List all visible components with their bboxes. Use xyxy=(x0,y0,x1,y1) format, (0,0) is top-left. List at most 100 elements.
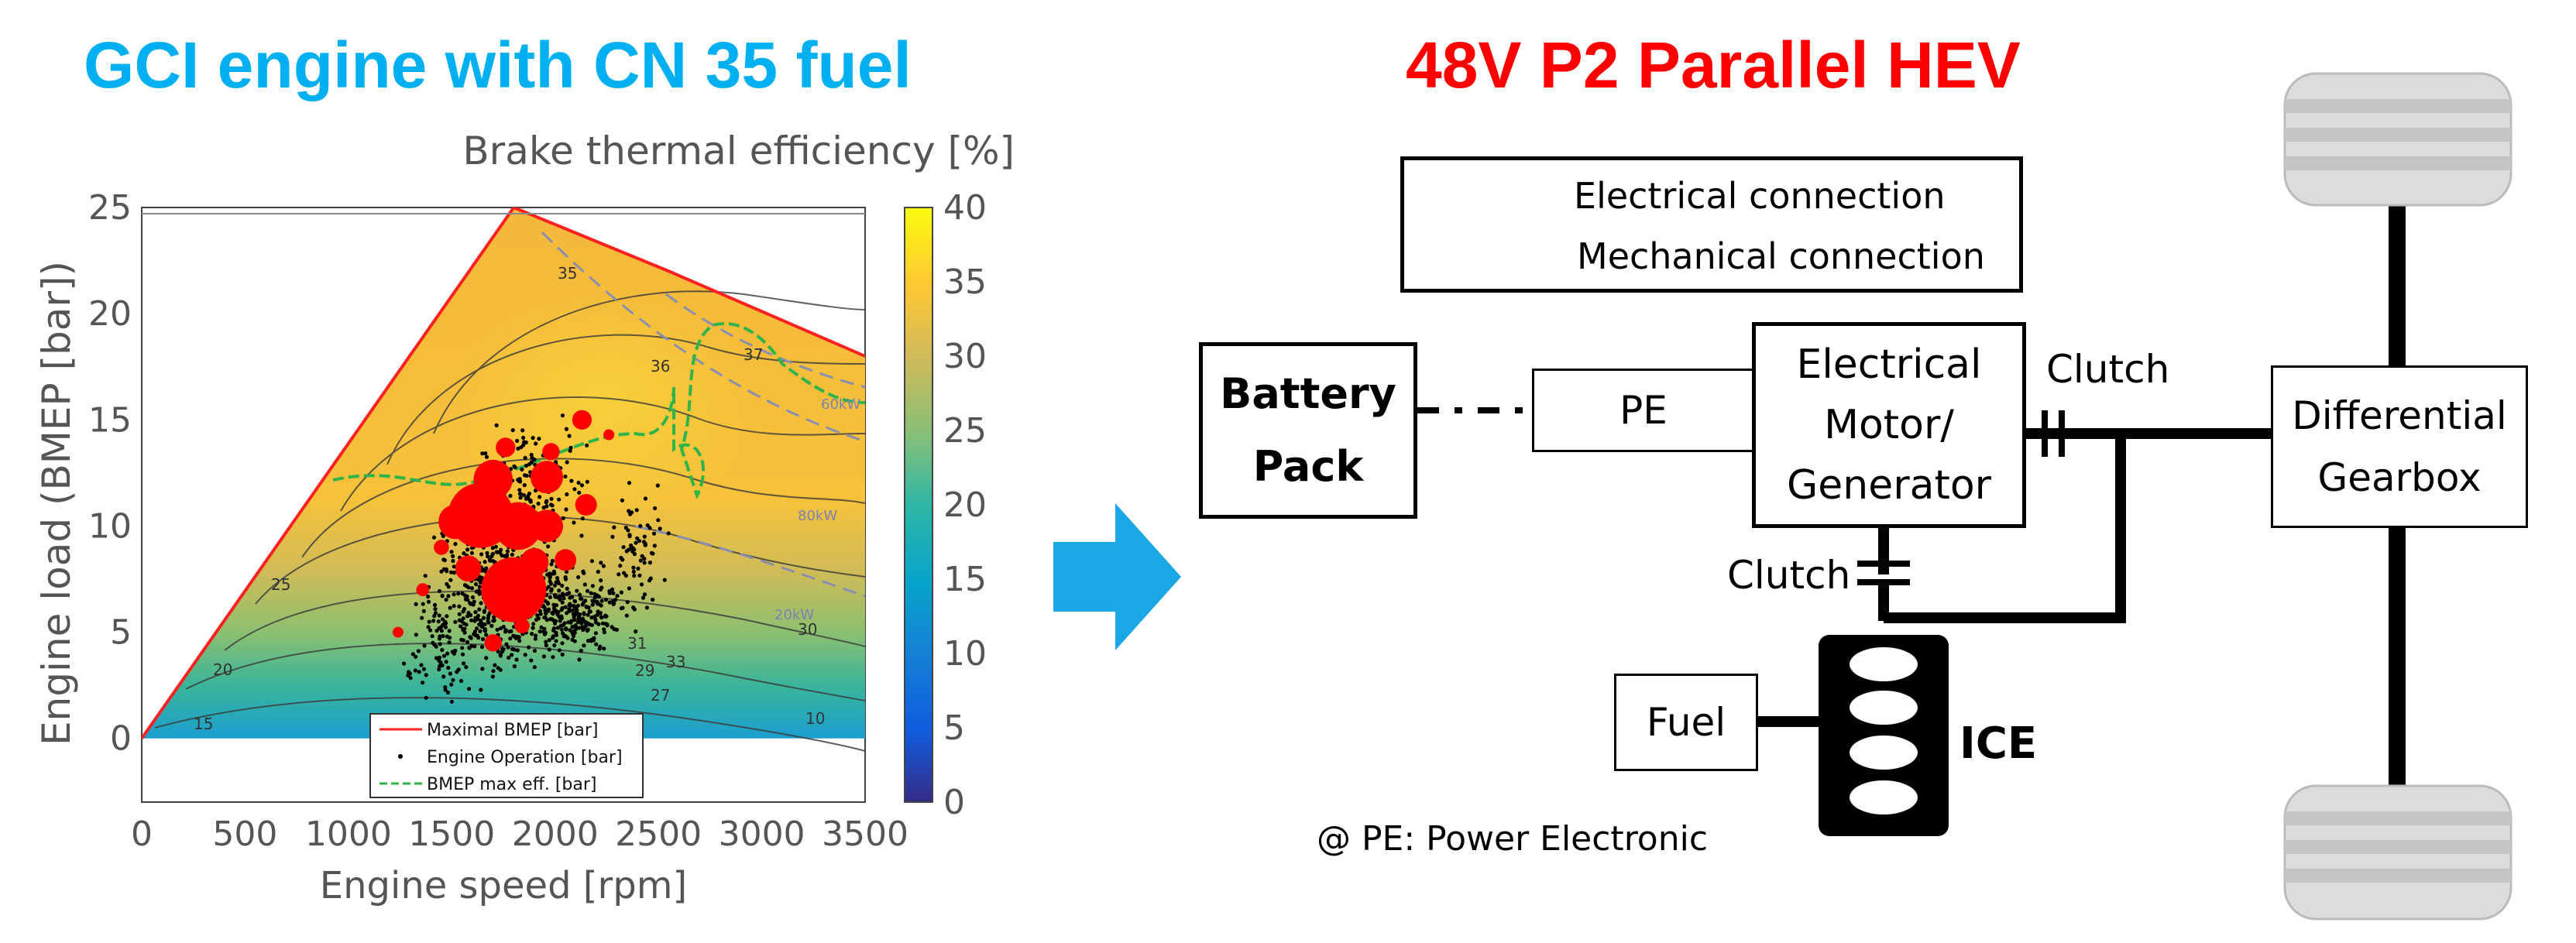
operation-dot xyxy=(617,572,621,577)
battery-label-line1: Battery xyxy=(1220,369,1396,418)
legend-bmep-max-eff: BMEP max eff. [bar] xyxy=(427,775,597,794)
operation-dot xyxy=(447,640,452,645)
operation-dot xyxy=(538,629,542,634)
operation-dot xyxy=(579,533,584,538)
operation-dot xyxy=(548,502,554,507)
electric-motor-box: Electrical Motor/ Generator xyxy=(1752,322,2026,528)
operation-dot xyxy=(462,551,466,556)
operation-dot xyxy=(568,620,573,625)
operation-dot xyxy=(489,623,494,629)
operation-dot xyxy=(484,633,489,637)
operation-dot xyxy=(585,479,589,484)
operation-dot xyxy=(452,651,457,656)
colorbar-tick-40: 40 xyxy=(943,188,987,228)
operation-dot xyxy=(565,460,569,465)
operation-dot xyxy=(577,490,582,496)
operation-dot xyxy=(535,613,540,618)
operation-dot xyxy=(440,594,445,598)
operation-dot xyxy=(559,614,564,619)
operation-dot xyxy=(413,668,418,673)
operation-bubble-7 xyxy=(520,547,549,577)
x-tick-2000: 2000 xyxy=(512,814,599,854)
operation-dot xyxy=(517,488,522,492)
operation-dot xyxy=(651,551,655,556)
operation-dot xyxy=(406,673,410,677)
y-tick-0: 0 xyxy=(110,719,132,759)
operation-dot xyxy=(641,595,646,600)
operation-dot xyxy=(508,493,513,499)
operation-dot xyxy=(572,487,577,492)
operation-dot xyxy=(437,655,442,660)
power-labels: 60kW 80kW 20kW xyxy=(775,396,860,623)
operation-dot xyxy=(548,595,552,600)
operation-dot xyxy=(653,506,658,511)
operation-dot xyxy=(561,593,565,598)
operation-dot xyxy=(656,518,661,523)
operation-dot xyxy=(480,636,486,642)
power-label-80kw: 80kW xyxy=(798,508,837,524)
operation-dot xyxy=(469,636,473,640)
x-axis-label: Engine speed [rpm] xyxy=(320,864,687,907)
operation-dot xyxy=(631,565,636,570)
power-label-20kw: 20kW xyxy=(775,607,814,623)
operation-dot xyxy=(505,549,510,554)
operation-dot xyxy=(447,629,452,633)
operation-dot xyxy=(634,540,638,545)
operation-dot xyxy=(560,413,565,418)
operation-dot xyxy=(483,451,488,456)
operation-dot xyxy=(506,645,510,650)
operation-dot xyxy=(544,643,548,648)
operation-dot xyxy=(563,575,568,580)
colorbar xyxy=(904,207,933,803)
operation-dot xyxy=(513,465,517,470)
operation-dot xyxy=(549,496,554,502)
operation-dot xyxy=(460,652,465,657)
operation-dot xyxy=(469,586,475,591)
operation-dot xyxy=(448,570,454,574)
operation-bubble-3 xyxy=(473,459,513,499)
operation-dot xyxy=(480,451,485,456)
operation-dot xyxy=(500,646,505,651)
operation-dot xyxy=(619,606,624,611)
operation-dot xyxy=(567,434,572,438)
footnote: @ PE: Power Electronic xyxy=(1317,819,1709,859)
operation-dot xyxy=(572,639,577,643)
operation-dot xyxy=(599,585,604,590)
operation-dot xyxy=(444,598,448,602)
operation-bubble-10 xyxy=(572,410,592,430)
operation-dot xyxy=(577,592,582,597)
operation-dot xyxy=(493,663,497,667)
contour-label-36: 36 xyxy=(651,357,670,375)
operation-dot xyxy=(416,649,421,653)
operation-dot xyxy=(410,652,415,657)
operation-dot xyxy=(505,553,510,557)
operation-dot xyxy=(479,645,485,650)
operation-dot xyxy=(486,554,490,559)
operation-dot xyxy=(564,634,568,639)
operation-dot xyxy=(572,633,576,639)
operation-dot xyxy=(536,501,541,506)
operation-dot xyxy=(424,695,428,700)
operation-dot xyxy=(567,607,572,612)
cylinder-4 xyxy=(1850,780,1918,814)
differential-gearbox-box: Differential Gearbox xyxy=(2271,365,2528,528)
operation-dot xyxy=(517,478,521,483)
operation-dot xyxy=(443,685,448,690)
operation-dot xyxy=(457,618,462,622)
operation-dot xyxy=(619,590,624,595)
operation-dot xyxy=(481,616,486,620)
operation-dot xyxy=(503,629,508,634)
operation-dot xyxy=(548,575,552,580)
operation-dot xyxy=(434,656,439,660)
operation-dot xyxy=(578,596,583,601)
cylinder-2 xyxy=(1850,691,1918,725)
operation-dot xyxy=(651,531,657,536)
operation-dot xyxy=(555,576,560,581)
x-tick-0: 0 xyxy=(131,814,153,854)
operation-dot xyxy=(452,592,456,597)
operation-dot xyxy=(560,652,565,657)
operation-dot xyxy=(538,495,542,499)
cylinder-1 xyxy=(1850,647,1918,681)
operation-dot xyxy=(517,639,522,643)
operation-dot xyxy=(498,550,503,555)
